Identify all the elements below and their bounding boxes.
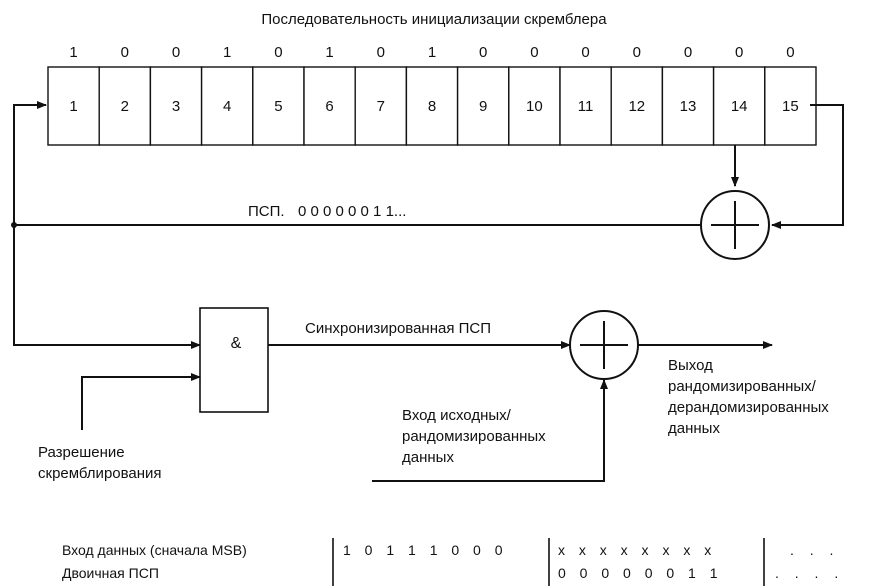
register-cell [252,66,305,146]
table-row2-group2: 0 0 0 0 0 0 1 1 [558,565,723,581]
init-bit: 0 [581,44,589,61]
init-bit: 0 [172,44,180,61]
table-row2-label: Двоичная ПСП [62,565,159,581]
enable-to-and-arrow [81,373,201,430]
table-row1-group2: x x x x x x x x [558,542,716,558]
init-bit: 1 [69,44,77,61]
init-bit: 1 [223,44,231,61]
output-label-line2: рандомизированных/ [668,378,817,395]
register-cell-number: 15 [782,98,799,115]
register-cell [610,66,664,146]
init-bit: 0 [735,44,743,61]
register-cell-number: 10 [526,98,543,115]
register-cell-number: 4 [223,98,231,115]
output-label-line1: Выход [668,357,713,374]
table-row2-dots: . . . . [775,565,844,581]
init-bit: 0 [274,44,282,61]
output-label-line4: данных [668,420,720,437]
register-cell-number: 8 [428,98,436,115]
register-cell-number: 2 [121,98,129,115]
enable-label-line2: скремблирования [38,465,162,482]
xor-top-icon [700,190,770,260]
xor-bottom-icon [569,310,639,380]
init-bit: 0 [121,44,129,61]
input-label-line1: Вход исходных/ [402,407,512,424]
register-cell [149,66,203,146]
register-cell-number: 1 [69,98,77,115]
psp-label: ПСП. [248,203,285,220]
table-row1-group1: 1 0 1 1 1 0 0 0 [343,542,508,558]
init-bit: 0 [633,44,641,61]
data-input-arrow [372,379,608,482]
register-cell-number: 12 [628,98,645,115]
and-gate-label: & [231,335,242,352]
register-cell-number: 13 [680,98,697,115]
register-cell-number: 9 [479,98,487,115]
register-cell-number: 11 [578,98,594,115]
tap15-to-xor-arrow [771,104,844,229]
register-cell-number: 5 [274,98,282,115]
register-cell [661,66,715,146]
register-cell [47,66,100,146]
diagram-title: Последовательность инициализации скрембл… [261,11,607,28]
and-gate [199,307,269,413]
register-cell [354,66,408,146]
init-bit: 0 [786,44,794,61]
init-bit: 0 [377,44,385,61]
input-label-line3: данных [402,449,454,466]
sync-psp-label: Синхронизированная ПСП [305,320,491,337]
init-bit: 1 [325,44,333,61]
register-cell [98,66,152,146]
output-label-line3: дерандомизированных [668,399,829,416]
register-cell-number: 7 [377,98,385,115]
table-row1-label: Вход данных (сначала MSB) [62,542,247,558]
psp-bits: 0 0 0 0 0 0 1 1... [298,203,406,220]
register-cell [456,66,510,146]
psp-to-and-arrow [13,225,201,349]
bit-table: Вход данных (сначала MSB) Двоичная ПСП 1… [62,538,844,586]
enable-label-line1: Разрешение [38,444,125,461]
init-bit: 0 [530,44,538,61]
table-row1-dots: . . . [790,542,839,558]
init-bit: 0 [479,44,487,61]
register-cell-number: 14 [731,98,748,115]
init-bit: 1 [428,44,436,61]
register-cell [712,66,766,146]
register-cell-number: 3 [172,98,180,115]
feedback-to-cell1-arrow [13,101,47,225]
register-cell-number: 6 [325,98,333,115]
register-cell [303,66,356,146]
init-bits-row: 1 0 0 1 0 1 0 1 0 0 0 0 0 0 0 [69,44,794,61]
register-cell [405,66,459,146]
init-bit: 0 [684,44,692,61]
input-label-line2: рандомизированных [402,428,546,445]
register-cell [508,66,561,146]
